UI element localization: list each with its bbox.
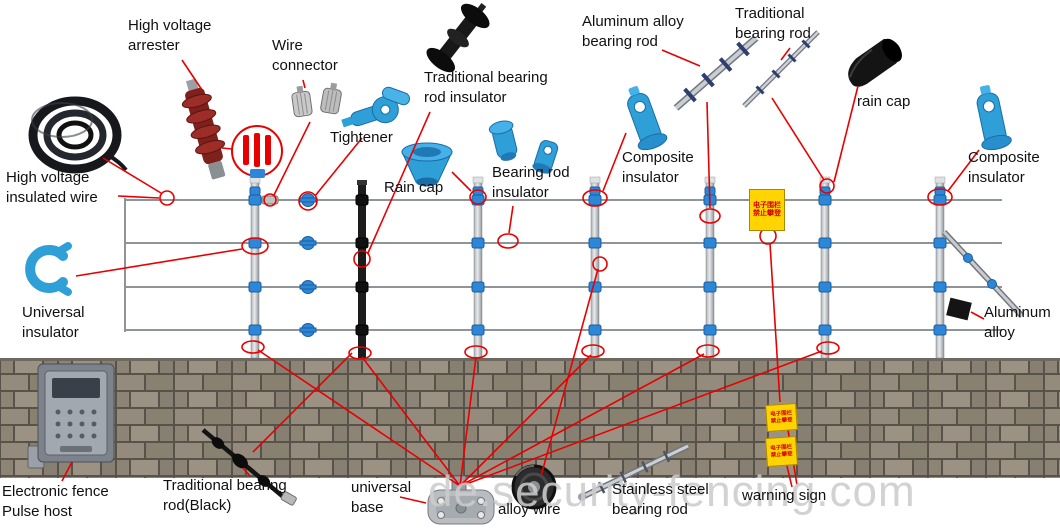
label-stainless-steel-bearing-rod: Stainless steel bearing rod (612, 481, 709, 518)
fence-posts (249, 176, 946, 359)
wire-tighteners (299, 193, 317, 337)
watermark: de.security-fencing.com (428, 467, 916, 516)
traditional-bearing-rod-illustration (742, 30, 820, 108)
label-rain-cap: Rain cap (384, 179, 444, 196)
label-composite-insulator-right: Composite insulator (968, 149, 1040, 186)
label-warning-sign: warning sign (742, 487, 827, 504)
tightener-illustration (341, 86, 411, 128)
right-bearing-rod-illustration (941, 229, 1025, 321)
trad-bearing-rod-black-illustration (201, 428, 297, 506)
pulse-host-illustration (27, 363, 115, 469)
label-wire-connector: Wire connector (272, 37, 338, 74)
label-traditional-bearing-rod-insulator: Traditional bearing rod insulator (424, 69, 548, 106)
label-aluminum-alloy: Aluminum alloy (984, 304, 1051, 341)
label-tightener: Tightener (330, 129, 393, 146)
annotation-lines (61, 47, 985, 504)
brick-wall (0, 358, 1060, 478)
bearing-rod-insulator-illustration (488, 120, 559, 174)
label-bearing-rod-insulator: Bearing rod insulator (492, 164, 570, 201)
rain-cap-black-illustration (848, 38, 902, 87)
hv-arrester-illustration (181, 78, 226, 180)
aluminum-alloy-part (946, 297, 972, 321)
label-electronic-fence-pulse-host: Electronic fence Pulse host (2, 483, 109, 520)
label-high-voltage-insulated-wire: High voltage insulated wire (6, 169, 98, 206)
warning-sign-text-line2: 禁止攀登 (753, 210, 781, 217)
label-composite-insulator: Composite insulator (622, 149, 694, 186)
label-rain-cap-black: rain cap (857, 93, 911, 110)
wire-connector-illustration (291, 82, 342, 118)
warning-sign-text-line2: 禁止攀登 (770, 450, 793, 459)
label-traditional-bearing-rod-black: Traditional bearing rod(Black) (163, 477, 287, 514)
black-post (357, 180, 367, 358)
label-traditional-bearing-rod: Traditional bearing rod (735, 5, 811, 42)
label-high-voltage-arrester: High voltage arrester (128, 17, 212, 54)
warning-sign-board-wall-1: 电子围栏 禁止攀登 (765, 402, 798, 433)
composite-insulator-right-illustration (969, 82, 1014, 153)
black-post-insulators (355, 194, 369, 336)
label-aluminum-alloy-bearing-rod: Aluminum alloy bearing rod (582, 13, 684, 50)
trad-bearing-rod-insulator-illustration (426, 3, 490, 73)
alloy-wire-illustration (511, 464, 557, 510)
universal-base-illustration (427, 475, 495, 525)
aluminum-bearing-rod-illustration (673, 35, 759, 111)
label-universal-base: universal base (351, 479, 412, 516)
stainless-rod-illustration (578, 443, 690, 501)
warning-sign-board-wall-2: 电子围栏 禁止攀登 (765, 435, 798, 468)
warning-sign-text-line2: 禁止攀登 (770, 416, 793, 425)
wire-connector-on-wire (261, 195, 279, 205)
insulated-wire-coil-illustration (28, 96, 128, 174)
label-alloy-wire: alloy wire (498, 501, 561, 518)
composite-insulator-illustration (618, 81, 670, 154)
universal-insulator-illustration (25, 242, 72, 296)
label-universal-insulator: Universal insulator (22, 304, 85, 341)
arrester-highlight (231, 125, 283, 178)
post-insulators (248, 186, 947, 337)
warning-sign-board-fence: 电子围栏 禁止攀登 (749, 189, 785, 231)
warning-sign-text-line1: 电子围栏 (753, 201, 781, 209)
